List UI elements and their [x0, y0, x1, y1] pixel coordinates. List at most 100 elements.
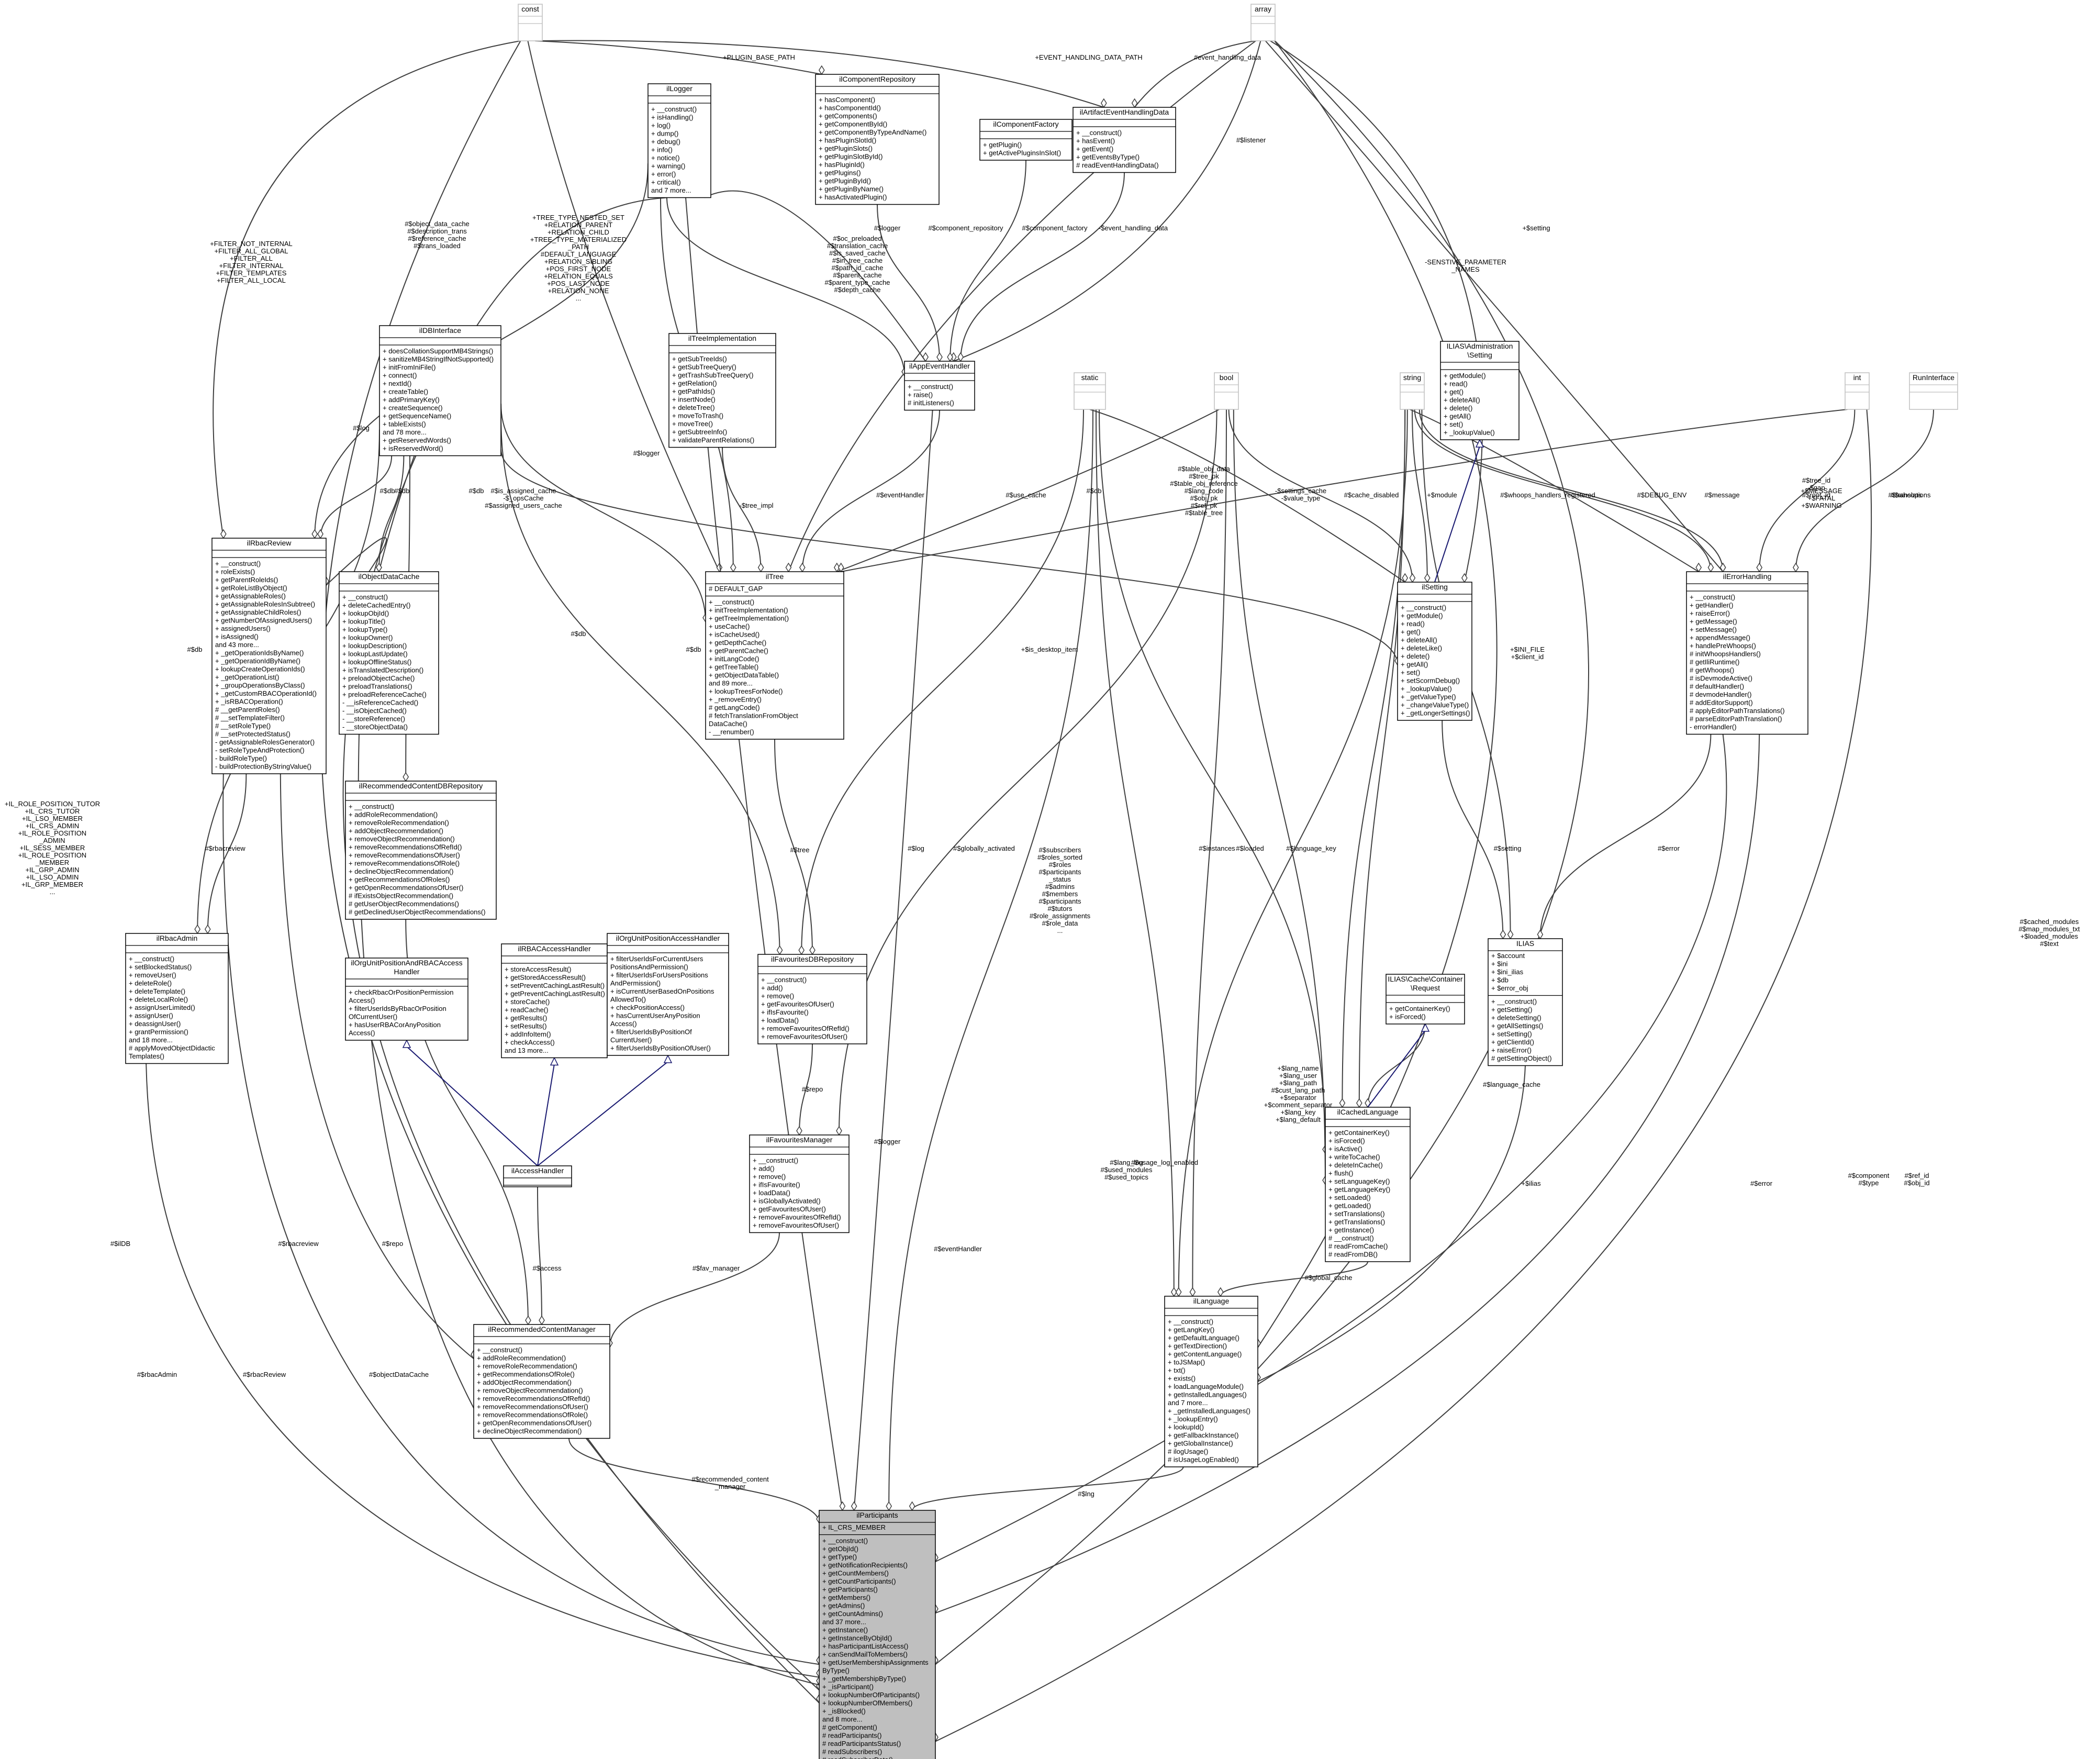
edge-label: #$roles_sorted	[1037, 853, 1082, 861]
class-method: + filterUserIdsByPositionOf	[610, 1028, 692, 1036]
class-method: + isGloballyActivated()	[753, 1197, 821, 1205]
class-method: + dump()	[651, 130, 678, 138]
class-method: + lookupNumberOfParticipants()	[822, 1691, 920, 1699]
class-node-ilcomponentfactory: ilComponentFactory+ getPlugin()+ getActi…	[979, 119, 1073, 161]
class-method: + setPreventCachingLastResult()	[505, 982, 605, 989]
class-name: ilAccessHandler	[511, 1166, 564, 1175]
edge-label: -$event_handling_data	[1099, 224, 1168, 232]
association-edge	[213, 40, 521, 539]
class-method: + tableExists()	[383, 420, 426, 428]
class-method: + debug()	[651, 138, 680, 146]
class-method: # __setProtectedStatus()	[215, 730, 291, 738]
class-node-iladministrationsetting: ILIAS\Administration\Setting+ getModule(…	[1440, 341, 1520, 440]
class-method: # parseEditorPathTranslation()	[1690, 715, 1782, 723]
class-method: + lookupCreateOperationIds()	[215, 665, 305, 673]
class-method: + readCache()	[505, 1006, 548, 1014]
class-method: + getType()	[822, 1553, 857, 1561]
class-method: + deleteSetting()	[1491, 1014, 1542, 1022]
edge-label: +IL_LSO_ADMIN	[26, 873, 79, 881]
class-box	[1325, 1107, 1411, 1262]
class-method: # getDeclinedUserObjectRecommendations()	[349, 908, 486, 916]
class-method: + isTranslatedDescription()	[342, 666, 423, 674]
edge-label: #$db	[380, 487, 395, 495]
edge-label: #$logger	[874, 1138, 901, 1145]
edge-label: #$recommended_content	[691, 1475, 769, 1483]
class-method: + getAssignableRolesInSubtree()	[215, 600, 315, 608]
class-node-iliascachecontainerrequest: ILIAS\Cache\Container\Request+ getContai…	[1386, 974, 1465, 1025]
class-method: + _isRBACOperation()	[215, 698, 283, 706]
edge-label: #$tutors	[1048, 905, 1073, 912]
edge-label: +$INI_FILE	[1510, 645, 1545, 653]
association-edge	[1367, 1023, 1426, 1108]
class-method: + removeRecommendationsOfUser()	[349, 851, 460, 859]
edge-label: +IL_CRS_TUTOR	[25, 807, 80, 815]
edge-label: #$parent_type_cache	[824, 279, 890, 286]
class-name: \Request	[1411, 984, 1440, 992]
association-edge	[950, 160, 1026, 362]
edge-label: #$lang_log	[1110, 1159, 1143, 1166]
class-method: + createSequence()	[383, 404, 443, 412]
edge-label: #$depth_cache	[834, 286, 881, 294]
class-method: + __construct()	[908, 383, 953, 391]
class-method: + addInfoItem()	[505, 1030, 551, 1038]
edge-label: #$rbacAdmin	[137, 1371, 177, 1378]
class-method: and 43 more...	[215, 641, 259, 649]
association-edge	[666, 197, 905, 376]
class-method: + _lookupEntry()	[1168, 1415, 1218, 1423]
class-method: + checkPositionAccess()	[610, 1004, 685, 1011]
class-name: ilTreeImplementation	[688, 334, 756, 342]
class-method: DataCache()	[709, 720, 747, 728]
class-method: + addRoleRecommendation()	[349, 811, 438, 819]
class-name: string	[1403, 373, 1421, 382]
class-method: + nextId()	[383, 380, 411, 387]
class-method: + getAssignableChildRoles()	[215, 608, 301, 616]
class-method: # devmodeHandler()	[1690, 691, 1752, 698]
class-method: and 7 more...	[1168, 1399, 1208, 1407]
class-method: # getLangCode()	[709, 704, 760, 711]
class-method: # __getParentRoles()	[215, 706, 280, 714]
class-name: \Setting	[1467, 351, 1492, 359]
class-method: and 18 more...	[129, 1036, 173, 1044]
edge-label: #$message	[1704, 491, 1739, 499]
class-name: ilOrgUnitPositionAndRBACAccess	[351, 959, 462, 967]
class-name: ilErrorHandling	[1723, 572, 1772, 581]
class-node-const: const	[518, 4, 543, 41]
class-method: + roleExists()	[215, 568, 255, 576]
class-node-ilfavouritesdbrepository: ilFavouritesDBRepository+ __construct()+…	[757, 954, 867, 1044]
class-method: + _lookupValue()	[1444, 429, 1495, 437]
class-method: + setSetting()	[1491, 1030, 1532, 1038]
class-method: + isHandling()	[651, 114, 694, 121]
association-edge	[280, 773, 474, 1360]
class-method: + __construct()	[215, 560, 261, 567]
association-edge	[1220, 1261, 1368, 1297]
class-method: + raise()	[908, 391, 933, 399]
class-method: and 7 more...	[651, 186, 691, 194]
edge-label: #$role_data	[1042, 919, 1078, 927]
class-method: + getOpenRecommendationsOfUser()	[349, 884, 463, 892]
edge-label: #$listener	[1236, 136, 1266, 144]
class-method: + deleteTree()	[672, 404, 715, 411]
class-method: + get()	[1401, 628, 1421, 636]
class-method: + sanitizeMB4StringIfNotSupported()	[383, 355, 494, 363]
association-edge	[704, 190, 926, 362]
edge-label: ...	[576, 294, 582, 302]
class-method: + read()	[1444, 380, 1468, 388]
class-method: + _lookupValue()	[1401, 685, 1452, 693]
class-name: ILIAS	[1516, 939, 1534, 948]
class-method: - setRoleTypeAndProtection()	[215, 747, 305, 754]
class-node-bool: bool	[1214, 372, 1239, 410]
class-method: + filterUserIdsByRbacOrPosition	[349, 1005, 446, 1012]
class-node-ilrecommendedcontentdbrepository: ilRecommendedContentDBRepository+ __cons…	[345, 781, 497, 920]
edge-label: +$setting	[1522, 224, 1550, 232]
class-box	[1488, 938, 1563, 1066]
association-edge	[801, 409, 1084, 955]
class-name: ilCachedLanguage	[1337, 1108, 1399, 1116]
class-name: ILIAS\Cache\Container	[1388, 975, 1463, 983]
class-method: + getComponents()	[819, 112, 877, 120]
class-box	[1074, 372, 1106, 410]
class-method: + __construct()	[709, 598, 754, 606]
class-method: + getLoaded()	[1328, 1202, 1371, 1210]
class-method: Access()	[349, 997, 375, 1005]
edge-label: #$language_key	[1286, 844, 1336, 852]
class-method: + getTrashSubTreeQuery()	[672, 371, 753, 379]
